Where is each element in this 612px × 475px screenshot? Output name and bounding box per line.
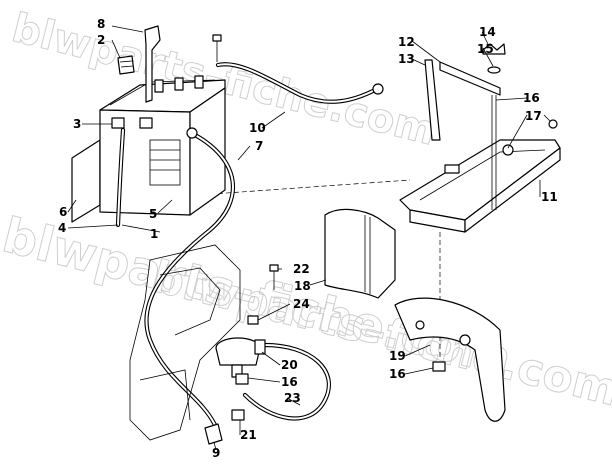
hold-down-rod-part — [491, 95, 497, 210]
callout-1: 1 — [150, 227, 158, 241]
callout-21: 21 — [240, 428, 257, 442]
hardware-parts — [204, 119, 558, 445]
callout-11: 11 — [541, 190, 558, 204]
cover-part — [324, 208, 396, 299]
terminal-boot-part — [144, 25, 161, 103]
callout-12: 12 — [398, 35, 415, 49]
callout-20: 20 — [281, 358, 298, 372]
callout-10: 10 — [249, 121, 266, 135]
callout-16-bracket: 16 — [389, 367, 406, 381]
callout-4: 4 — [58, 221, 66, 235]
callout-9: 9 — [212, 446, 220, 460]
callout-14: 14 — [479, 25, 496, 39]
frame-part — [129, 244, 241, 441]
hold-down-strap-part — [424, 59, 501, 141]
callout-labels: 1 2 3 4 5 6 7 8 9 10 11 12 13 14 15 16 1… — [58, 17, 558, 460]
cable-top-part — [212, 34, 384, 104]
callout-3: 3 — [73, 117, 81, 131]
callout-16-rod: 16 — [523, 91, 540, 105]
callout-13: 13 — [398, 52, 415, 66]
vent-tube-part — [115, 127, 126, 228]
wing-nut-part — [482, 43, 506, 74]
callout-24: 24 — [293, 297, 310, 311]
callout-19: 19 — [389, 349, 406, 363]
callout-17: 17 — [525, 109, 542, 123]
lower-bracket-part — [394, 297, 506, 422]
callout-5: 5 — [149, 207, 157, 221]
callout-8: 8 — [97, 17, 105, 31]
cable-lower-part — [242, 342, 331, 421]
callout-18: 18 — [294, 279, 311, 293]
solenoid-part — [215, 337, 266, 378]
terminal-nut-part — [117, 55, 135, 75]
callout-2: 2 — [97, 33, 105, 47]
callout-23: 23 — [284, 391, 301, 405]
callout-7: 7 — [255, 139, 263, 153]
callout-22: 22 — [293, 262, 310, 276]
callout-6: 6 — [59, 205, 67, 219]
leader-lines — [67, 25, 551, 451]
battery-tray-part — [399, 139, 561, 233]
callout-16-solenoid: 16 — [281, 375, 298, 389]
cable-main-part — [144, 127, 236, 428]
callout-15: 15 — [477, 42, 494, 56]
